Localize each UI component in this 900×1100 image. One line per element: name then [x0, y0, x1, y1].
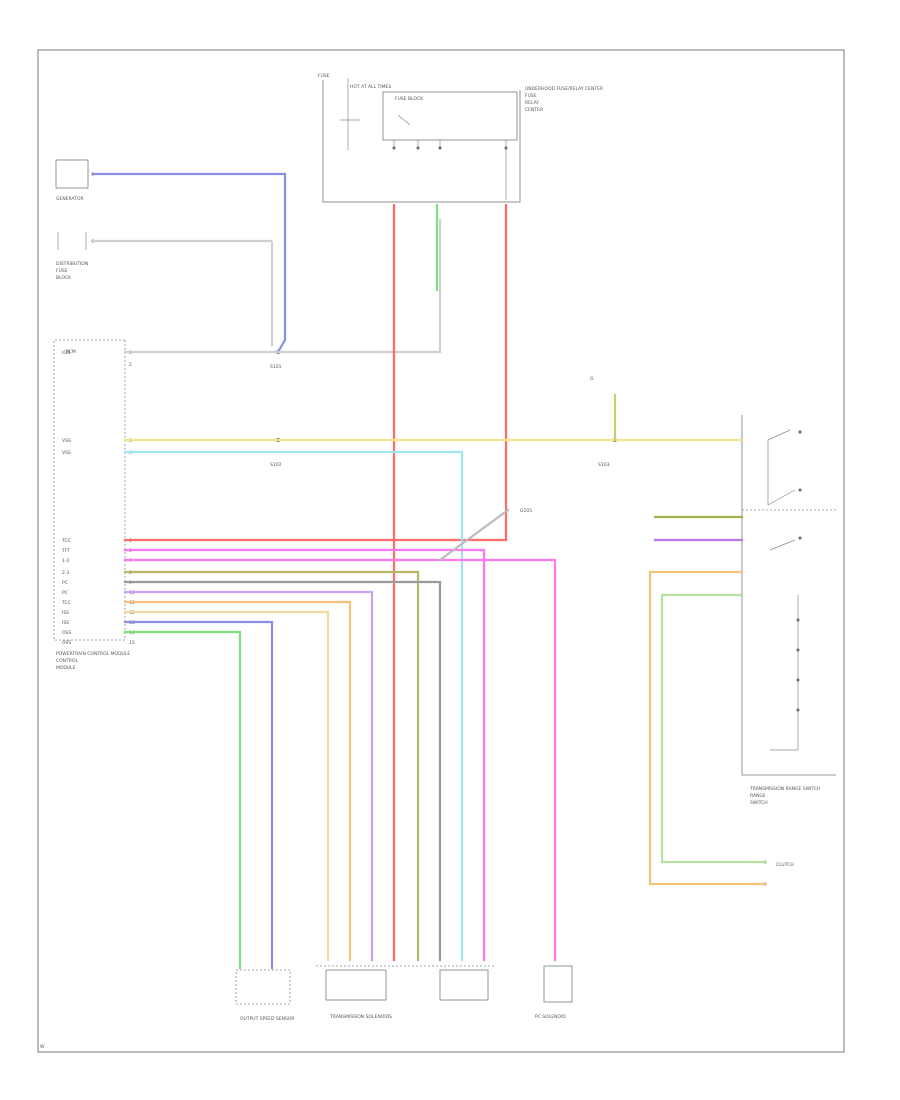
wire-pc2-orange — [123, 600, 352, 962]
pcm-pin-label: TFT — [61, 548, 70, 554]
svg-text:MODULE: MODULE — [56, 665, 76, 671]
wire-12-olive — [123, 570, 420, 962]
footer-label: W — [40, 1044, 45, 1050]
diagram-frame — [37, 49, 845, 1053]
generator: GENERATOR — [55, 159, 95, 202]
pcm-pin-label: PC — [62, 580, 68, 586]
pcm-pin-label: OSS — [62, 630, 71, 636]
pc-solenoid-label: PC SOLENOID — [535, 1014, 566, 1020]
pcm: PCM POWERTRAIN CONTROL MODULE CONTROL MO… — [53, 339, 130, 671]
fuse-box-tag: FUSE — [318, 73, 330, 79]
wire-range-green — [660, 593, 767, 864]
wire-tcc2-orange — [123, 610, 330, 962]
fuse-box-right-label: UNDERHOOD FUSE/RELAY CENTER — [525, 86, 603, 92]
range-switch: TRANSMISSION RANGE SWITCH RANGE SWITCH — [741, 415, 836, 806]
wire-pc-violet — [123, 590, 374, 962]
pcm-pin-label: TCC — [61, 538, 71, 544]
pcm-pin-number: 2 — [129, 362, 132, 368]
output-speed-label: OUTPUT SPEED SENSOR — [240, 1016, 295, 1022]
pcm-pin-label: 2-3 — [62, 570, 69, 576]
pcm-pin-label: 1-2 — [62, 558, 69, 564]
light-label: G105 — [520, 508, 532, 514]
pcm-pin-label: IGN — [62, 350, 70, 356]
wire-tft-pink2 — [123, 558, 557, 962]
pcm-pin-number: 15 — [129, 640, 135, 646]
pcm-pin-label: PC — [62, 590, 68, 596]
svg-text:S101: S101 — [270, 364, 282, 370]
pcm-pin-label: VSS — [62, 450, 71, 456]
pcm-pin-label: TCC — [61, 600, 71, 606]
wire-dist-gray — [91, 239, 274, 347]
output-speed-sensor: OUTPUT SPEED SENSOR — [235, 969, 295, 1022]
clutch-connector: CLUTCH — [763, 860, 794, 886]
pcm-tag: PCM — [66, 349, 76, 355]
wire-generator-blue — [91, 172, 287, 354]
wire-iss-blue — [123, 620, 274, 970]
wire-fuse-red-right — [123, 203, 508, 542]
wires — [91, 172, 767, 970]
pcm-pin-label: ISS — [62, 620, 69, 626]
wire-tcc-pink — [123, 548, 486, 962]
svg-text:BLOCK: BLOCK — [56, 275, 72, 281]
pc-solenoid: PC SOLENOID — [535, 965, 573, 1020]
svg-text:S102: S102 — [270, 462, 282, 468]
wire-range-orange — [648, 570, 767, 886]
svg-text:FUSE: FUSE — [525, 93, 537, 99]
dist-left-label: DISTRIBUTION — [56, 261, 88, 267]
solenoid-assembly: TRANSMISSION SOLENOIDS — [316, 965, 494, 1020]
svg-text:CONTROL: CONTROL — [56, 658, 78, 664]
fuse-block: FUSE FUSE BLOCK UNDERHOOD FUSE/RELAY CEN… — [318, 73, 603, 203]
solenoid-label: TRANSMISSION SOLENOIDS — [329, 1014, 392, 1020]
svg-text:SWITCH: SWITCH — [750, 800, 768, 806]
svg-text:CENTER: CENTER — [525, 107, 543, 113]
svg-text:RANGE: RANGE — [750, 793, 766, 799]
generator-label: GENERATOR — [56, 196, 84, 202]
svg-text:RELAY: RELAY — [525, 100, 539, 106]
wire-vss-cyan — [123, 450, 464, 962]
hot-all-times-label: HOT AT ALL TIMES — [350, 84, 391, 90]
wire-pcm-ign-gray — [123, 218, 442, 354]
wire-23-gray — [123, 580, 442, 962]
svg-text:FUSE: FUSE — [56, 268, 68, 274]
pcm-label: POWERTRAIN CONTROL MODULE — [56, 651, 130, 657]
clutch-label: CLUTCH — [776, 862, 794, 868]
left-distribution: DISTRIBUTION FUSE BLOCK — [56, 232, 95, 281]
pcm-pin-label: OSS — [62, 640, 71, 646]
range-switch-label: TRANSMISSION RANGE SWITCH — [749, 786, 820, 792]
ground-top-label: G — [590, 376, 594, 382]
wire-light-gray — [438, 508, 510, 562]
wire-oss-green — [123, 630, 242, 970]
fuse-block-label: FUSE BLOCK — [395, 96, 424, 102]
svg-text:S103: S103 — [598, 462, 610, 468]
pcm-pin-label: VSS — [62, 438, 71, 444]
pcm-pin-label: ISS — [62, 610, 69, 616]
